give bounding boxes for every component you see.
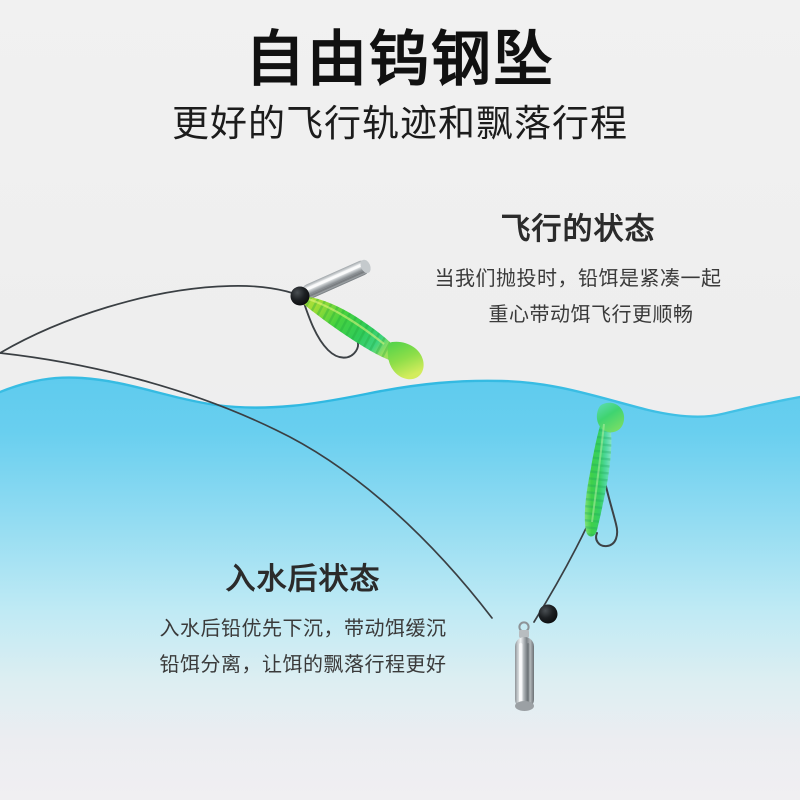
page-subtitle: 更好的飞行轨迹和飘落行程 — [172, 102, 628, 144]
flying-lure-highlight — [307, 297, 385, 345]
callout-sink-line-2: 铅饵分离，让饵的飘落行程更好 — [159, 653, 447, 676]
line-knot-bead — [290, 286, 310, 306]
callout-sink: 入水后状态 入水后铅优先下沉，带动饵缓沉 铅饵分离，让饵的飘落行程更好 — [108, 562, 498, 683]
flying-lure-paddle — [387, 341, 424, 380]
callout-sink-heading: 入水后状态 — [225, 563, 381, 596]
callout-sink-line-1: 入水后铅优先下沉，带动饵缓沉 — [159, 618, 447, 640]
water-surface-line — [0, 376, 800, 418]
weight-shadow — [527, 643, 530, 703]
page-title: 自由钨钢坠 — [245, 26, 555, 93]
flying-tungsten-weight — [301, 259, 371, 299]
sinking-soft-lure — [584, 402, 625, 548]
flying-lure-ribs — [299, 296, 403, 363]
callout-flight-line-2: 重心带动饵飞行更顺畅 — [488, 303, 694, 326]
callout-sink-body: 入水后铅优先下沉，带动饵缓沉 铅饵分离，让饵的飘落行程更好 — [108, 598, 498, 683]
flight-line-lower — [0, 352, 493, 619]
flying-assembly — [290, 259, 424, 380]
header: 自由钨钢坠 更好的飞行轨迹和飘落行程 — [0, 0, 800, 144]
weight-collar — [519, 630, 529, 638]
weight-stopper-bead — [538, 604, 558, 624]
sinking-hook — [595, 477, 619, 548]
callout-flight-heading: 飞行的状态 — [500, 213, 656, 246]
sinking-lure-highlight — [591, 423, 605, 523]
weight-highlight — [519, 643, 523, 703]
callout-flight-body: 当我们抛投时，铅饵是紧凑一起 重心带动饵飞行更顺畅 — [398, 248, 758, 333]
callout-flight-line-1: 当我们抛投时，铅饵是紧凑一起 — [434, 268, 722, 290]
flight-line-upper — [0, 285, 299, 354]
callout-flight: 飞行的状态 当我们抛投时，铅饵是紧凑一起 重心带动饵飞行更顺畅 — [398, 212, 758, 333]
flying-soft-lure — [299, 296, 424, 380]
weight-cap — [515, 701, 534, 711]
weight-body — [515, 637, 534, 709]
sinking-tungsten-weight — [515, 604, 558, 711]
